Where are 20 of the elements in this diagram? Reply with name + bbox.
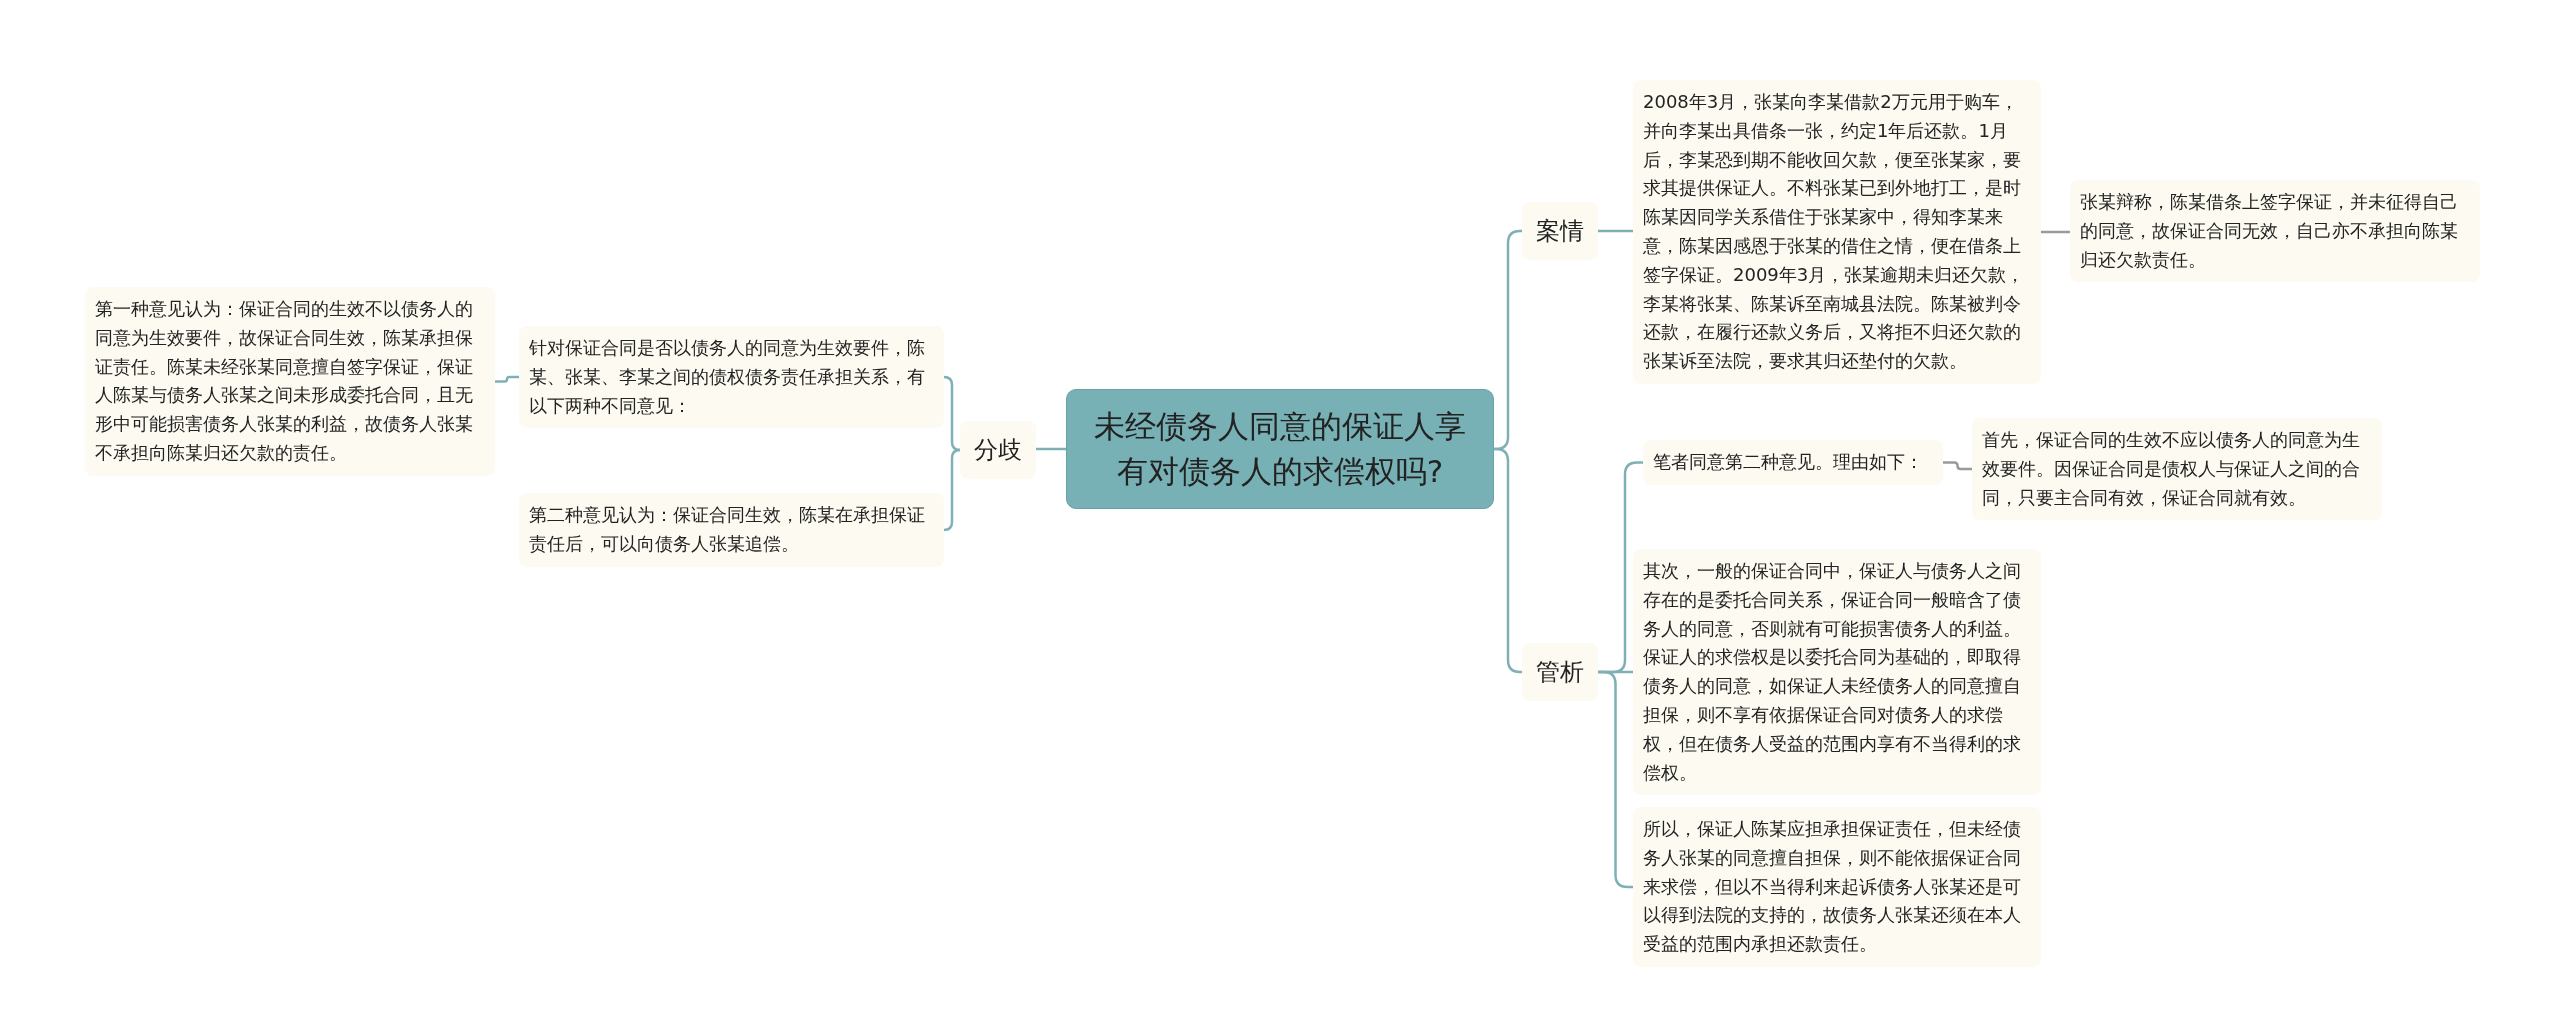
note-card: 第二种意见认为：保证合同生效，陈某在承担保证责任后，可以向债务人张某追偿。 [519, 493, 944, 567]
note-card: 笔者同意第二种意见。理由如下： [1643, 440, 1943, 485]
note-card: 针对保证合同是否以债务人的同意为生效要件，陈某、张某、李某之间的债权债务责任承担关系，有以下两种不同意见： [519, 326, 944, 429]
note-card: 张某辩称，陈某借条上签字保证，并未征得自己的同意，故保证合同无效，自己亦不承担向陈某归还欠款责任。 [2070, 180, 2480, 283]
connector-line [2041, 230, 2070, 234]
connector-line [942, 448, 962, 532]
branch-topic: 管析 [1522, 643, 1598, 702]
connector-line [495, 375, 519, 383]
note-card: 其次，一般的保证合同中，保证人与债务人之间存在的是委托合同关系，保证合同一般暗含了债务人的同意，否则就有可能损害债务人的利益。保证人的求偿权是以委托合同为基础的，即取得债务人的同意，如保证人未经债务人的同意擅自担保，则不享有依据保证合同对债务人的求偿权，但在债务人受益的范围内享有不当得利的求偿权。 [1633, 549, 2041, 796]
branch-topic: 分歧 [960, 421, 1036, 480]
note-card: 首先，保证合同的生效不应以债务人的同意为生效要件。因保证合同是债权人与保证人之间的合同，只要主合同有效，保证合同就有效。 [1972, 418, 2382, 521]
note-card: 所以，保证人陈某应担承担保证责任，但未经债务人张某的同意擅自担保，则不能依据保证合同来求偿，但以不当得利来起诉债务人张某还是可以得到法院的支持的，故债务人张某还须在本人受益的范围内承担还款责任。 [1633, 807, 2041, 967]
note-card: 第一种意见认为：保证合同的生效不以债务人的同意为生效要件，故保证合同生效，陈某承担保证责任。陈某未经张某同意擅自签字保证，保证人陈某与债务人张某之间未形成委托合同，且无形中可能损害债务人张某的利益，故债务人张某不承担向陈某归还欠款的责任。 [85, 287, 495, 476]
connector-line [1943, 461, 1972, 471]
note-card: 2008年3月，张某向李某借款2万元用于购车，并向李某出具借条一张，约定1年后还款。1月后，李某恐到期不能收回欠款，便至张某家，要求其提供保证人。不料张某已到外地打工，是时陈某因同学关系借住于张某家中，得知李某来意，陈某因感恩于张某的借住之情，便在借条上签字保证。2009年3月，张某逾期未归还欠款，李某将张某、陈某诉至南城县法院。陈某被判令还款，在履行还款义务后，又将拒不归还欠款的张某诉至法院，要求其归还垫付的欠款。 [1633, 80, 2041, 384]
branch-topic: 案情 [1522, 202, 1598, 261]
central-topic: 未经债务人同意的保证人享有对债务人的求偿权吗? [1066, 389, 1494, 509]
connector-line [1598, 229, 1633, 233]
connector-line [1494, 447, 1522, 674]
connector-line [1036, 447, 1066, 451]
